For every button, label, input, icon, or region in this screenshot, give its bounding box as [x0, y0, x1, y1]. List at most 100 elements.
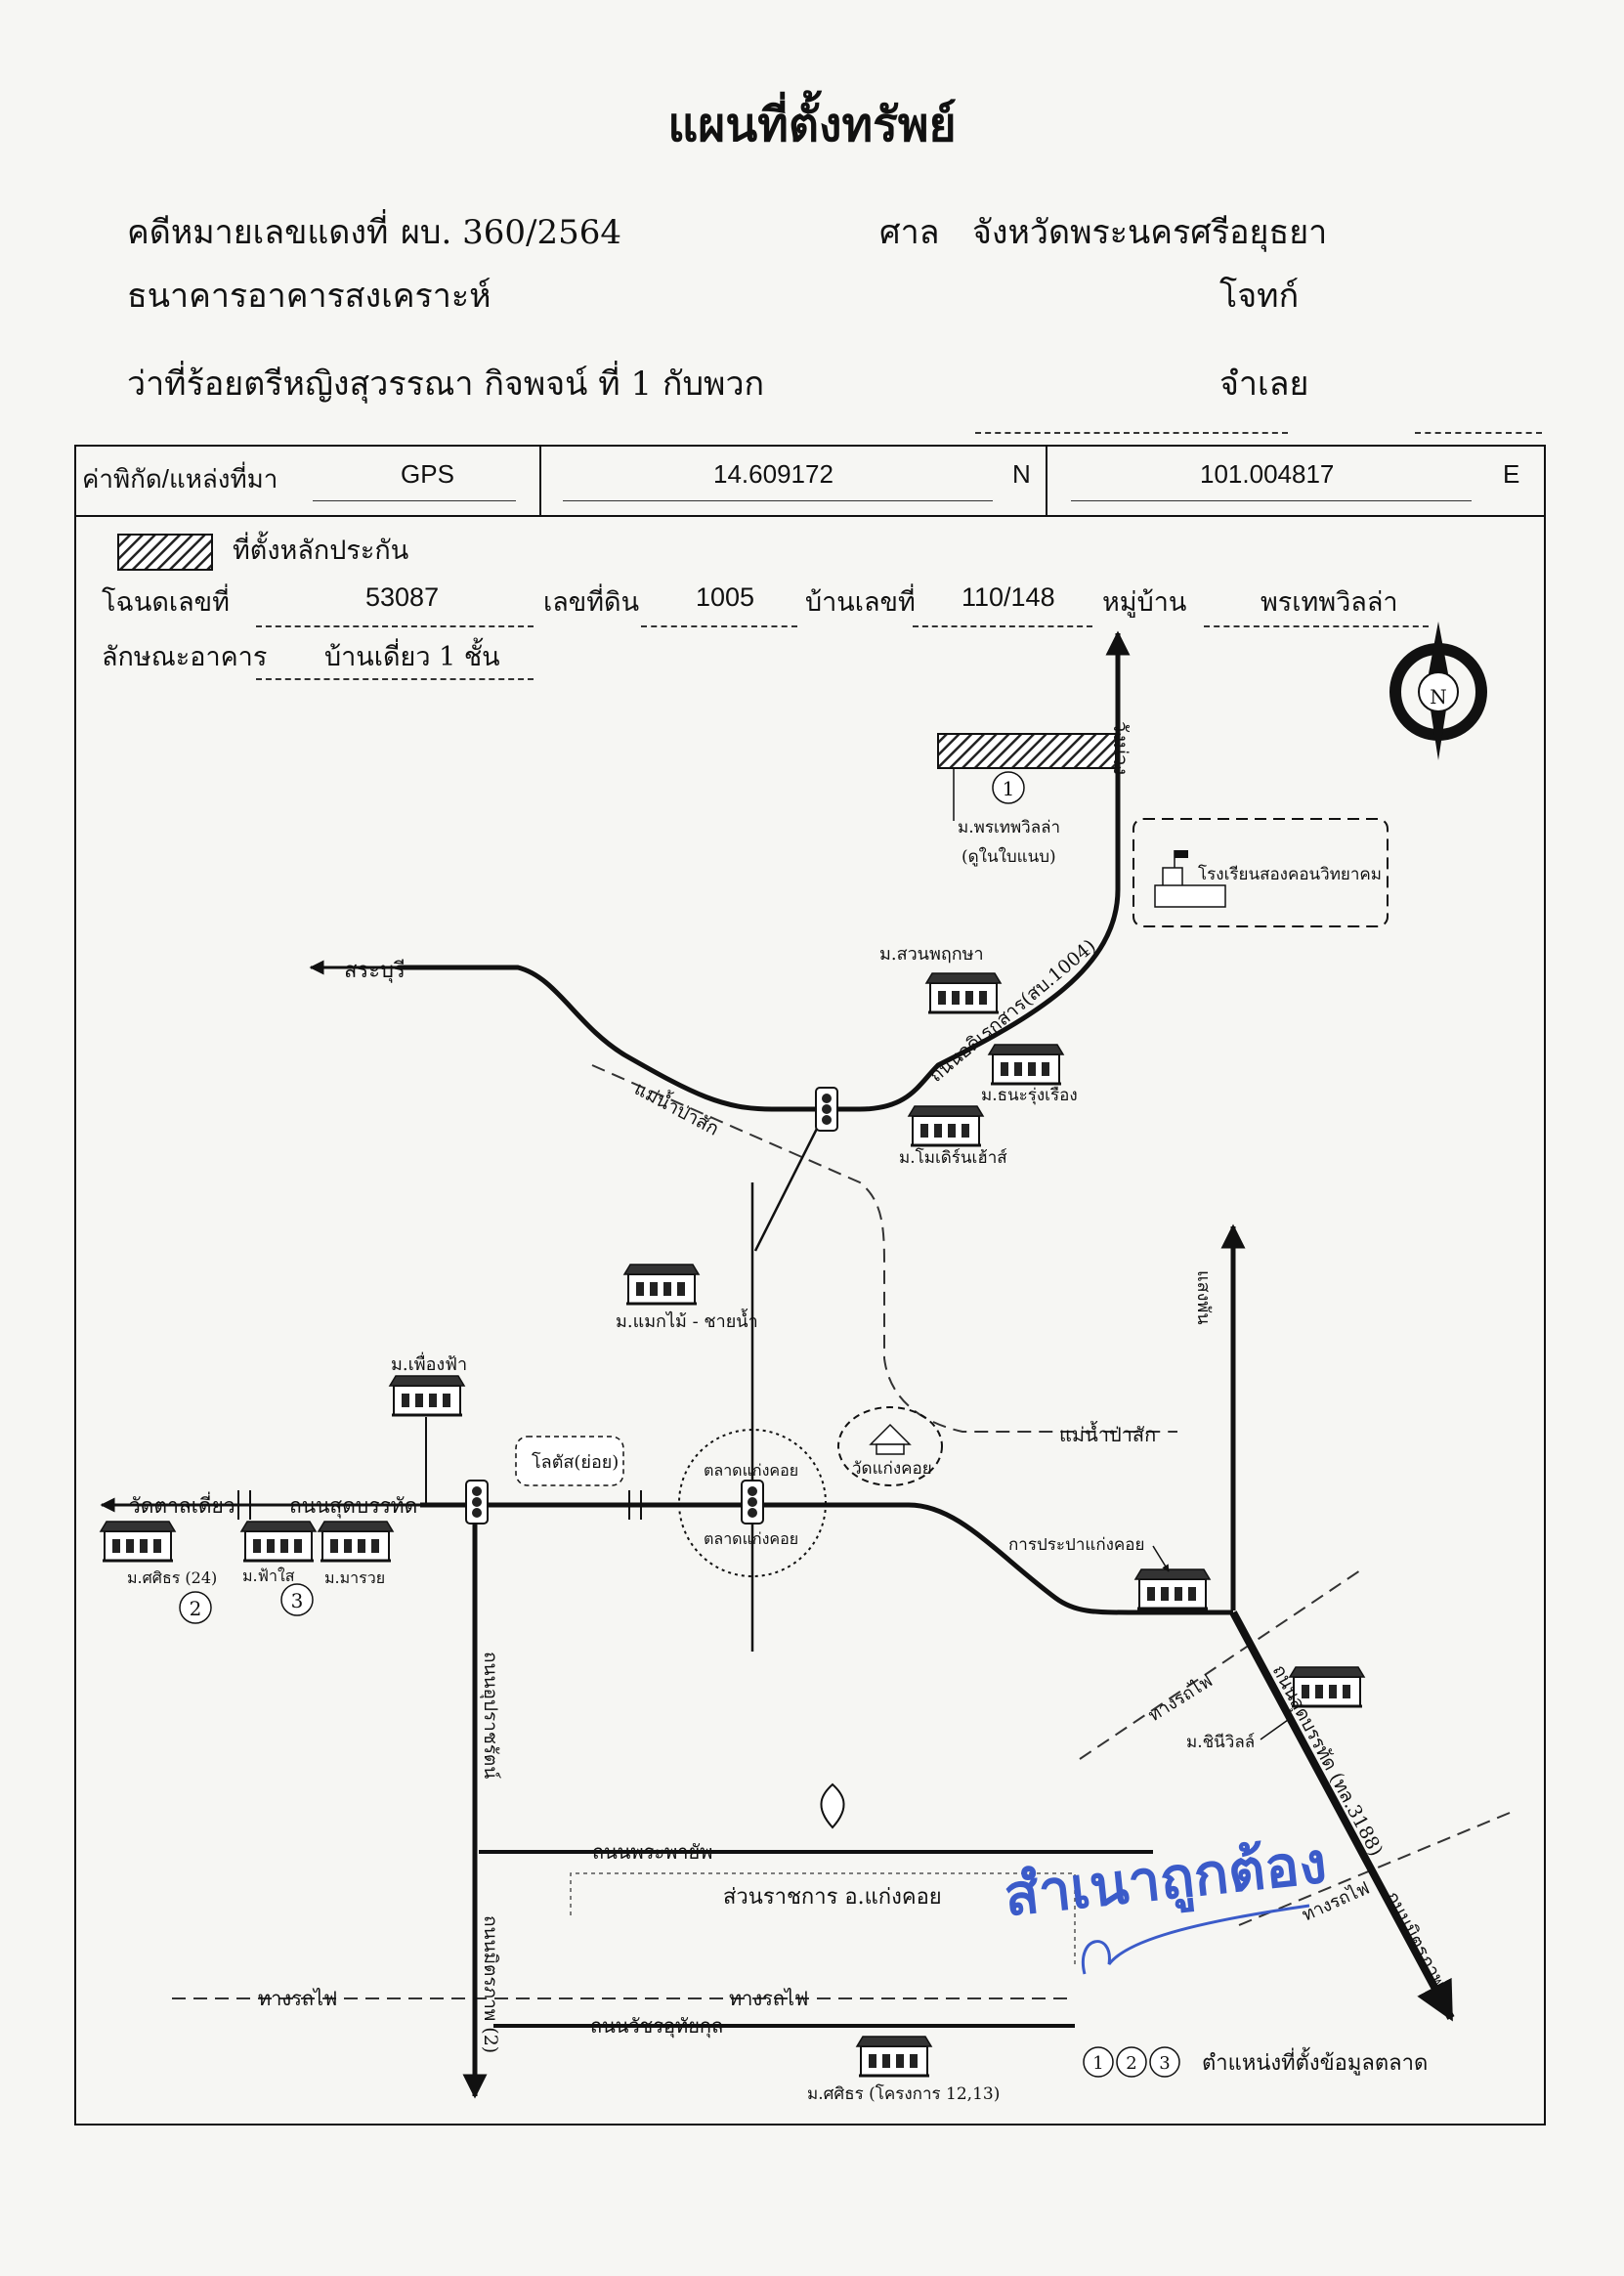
label-railway-d: ทางรถไฟ: [729, 1987, 808, 2010]
coords-label: ค่าพิกัด/แหล่งที่มา: [82, 464, 278, 494]
legend-collateral-label: ที่ตั้งหลักประกัน: [233, 536, 409, 566]
underline: [1071, 500, 1472, 501]
svg-text:1: 1: [1092, 2053, 1103, 2074]
cell-divider: [539, 445, 541, 515]
label-railway-a: ทางรถไฟ: [1144, 1670, 1217, 1726]
svg-text:3: 3: [1159, 2053, 1170, 2074]
leader-line: [1260, 1719, 1289, 1740]
temple-area: [837, 1406, 943, 1486]
building-icon: [907, 1104, 985, 1147]
compass-icon: [1389, 622, 1487, 760]
label-school: โรงเรียนสองคอนวิทยาคม: [1198, 864, 1382, 884]
signature-mark: [1081, 1904, 1310, 1975]
land-label: เลขที่ดิน: [543, 587, 640, 618]
house-number: 110/148: [962, 582, 1055, 612]
collateral-legend-swatch: [117, 534, 213, 571]
building-label: ลักษณะอาคาร: [102, 642, 268, 672]
market-area: [678, 1429, 827, 1577]
traffic-light-icon: [465, 1480, 489, 1524]
plaintiff-role: โจทก์: [1219, 277, 1300, 316]
label-modern: ม.โมเดิร์นเฮ้าส์: [899, 1147, 1007, 1168]
dotted-line: [1415, 432, 1542, 434]
label-market-bottom: ตลาดแก่งคอย: [704, 1529, 798, 1548]
land-number: 1005: [696, 582, 755, 612]
svg-text:3: 3: [291, 1589, 304, 1612]
latitude-dir: N: [1012, 459, 1031, 489]
school-icon: [1154, 850, 1226, 908]
marker-2: 2: [179, 1591, 212, 1624]
building-icon: [317, 1520, 395, 1563]
label-phonthep: ม.พรเทพวิลล่า: [958, 818, 1060, 837]
label-wat-tanlian: วัดตาลเดี่ยว: [129, 1491, 235, 1518]
label-railway-c: ทางรถไฟ: [258, 1987, 337, 2010]
village-name: พรเทพวิลล่า: [1261, 587, 1398, 618]
dotted-line: [641, 625, 797, 627]
building-icon: [924, 971, 1003, 1014]
school-area: [1133, 818, 1389, 927]
label-government: ส่วนราชการ อ.แก่งคอย: [723, 1885, 942, 1910]
collateral-parcel: [937, 733, 1117, 769]
label-saraburi: สระบุรี: [344, 959, 406, 983]
latitude: 14.609172: [713, 459, 833, 489]
cell-divider: [1046, 445, 1047, 515]
label-thana: ม.ธนะรุ่งเรือง: [981, 1086, 1078, 1105]
label-watchara: ถนนวัชรอุทัยกุล: [590, 2014, 723, 2039]
building-icon: [239, 1520, 318, 1563]
village-label: หมู่บ้าน: [1102, 587, 1187, 618]
marker-3: 3: [280, 1583, 314, 1616]
temple-icon: [869, 1423, 912, 1455]
label-waterworks: การประปาแก่งคอย: [1008, 1535, 1144, 1555]
label-fai: ม.ฟ้าใส: [242, 1567, 295, 1585]
court-name: จังหวัดพระนครศรีอยุธยา: [972, 213, 1328, 252]
label-phraphayap: ถนนพระพายัพ: [592, 1840, 712, 1864]
dotted-line: [1204, 625, 1429, 627]
label-wang-muang: วังม่วง: [1109, 721, 1133, 775]
label-uprat: ถนนอุปราชรัตน์: [479, 1652, 501, 1779]
svg-text:2: 2: [1126, 2053, 1136, 2074]
government-icon: [820, 1782, 845, 1829]
svg-text:2: 2: [190, 1597, 202, 1620]
railway-line: [1238, 1812, 1511, 1926]
compass-label: N: [1430, 685, 1447, 709]
dotted-line: [913, 625, 1092, 627]
label-wat: วัดแก่งคอย: [852, 1459, 932, 1479]
case-label: คดีหมายเลขแดงที่: [127, 213, 389, 252]
label-market-top: ตลาดแก่งคอย: [704, 1461, 798, 1480]
road-sutbanthat: [420, 1502, 1233, 1615]
river-line: [591, 1064, 1177, 1433]
label-lotus: โลตัส(ย่อย): [532, 1451, 619, 1473]
building-type: บ้านเดี่ยว 1 ชั้น: [324, 642, 500, 672]
building-icon: [388, 1374, 466, 1417]
label-market-points: ตำแหน่งที่ตั้งข้อมูลตลาด: [1202, 2047, 1428, 2076]
underline: [313, 500, 516, 501]
road-3188: [1229, 1610, 1455, 2022]
label-marui: ม.มารวย: [324, 1568, 385, 1587]
page-title: แผนที่ตั้งทรัพย์: [667, 98, 957, 152]
road-break: [237, 1490, 642, 1520]
deed-label: โฉนดเลขที่: [102, 587, 230, 618]
label-mittraphap-right: ถนนมิตรภาพ: [1382, 1888, 1450, 1992]
longitude: 101.004817: [1200, 459, 1335, 489]
dotted-line: [975, 432, 1288, 434]
coords-source: GPS: [401, 459, 454, 489]
deed-number: 53087: [365, 582, 440, 612]
underline: [563, 500, 993, 501]
defendant-role: จำเลย: [1219, 365, 1309, 404]
label-mittraphap-2: ถนนมิตรภาพ (2): [480, 1915, 501, 2053]
label-chinivilla: ม.ชินีวิลล์: [1186, 1733, 1255, 1752]
building-icon: [987, 1043, 1065, 1086]
label-maekmai: ม.แมกไม้ - ชายน้ำ: [616, 1309, 758, 1332]
certified-copy-stamp: สำเนาถูกต้อง: [1001, 1829, 1330, 1931]
label-sirin-project: ม.ศศิธร (โครงการ 12,13): [807, 2083, 1000, 2104]
label-suan-phruksa: ม.สวนพฤกษา: [879, 944, 984, 965]
case-number: ผบ. 360/2564: [401, 213, 621, 252]
road-adireksan: [401, 751, 1121, 1112]
map-frame: [74, 445, 1546, 2126]
label-saeng-phan: แสงพัน: [1193, 1270, 1214, 1325]
lotus-box: [515, 1436, 624, 1486]
market-points-legend: 1 2 3: [1083, 2046, 1180, 2078]
building-icon: [99, 1520, 177, 1563]
coords-row: [74, 445, 1546, 517]
building-icon: [855, 2035, 933, 2078]
svg-text:1: 1: [1003, 777, 1015, 800]
